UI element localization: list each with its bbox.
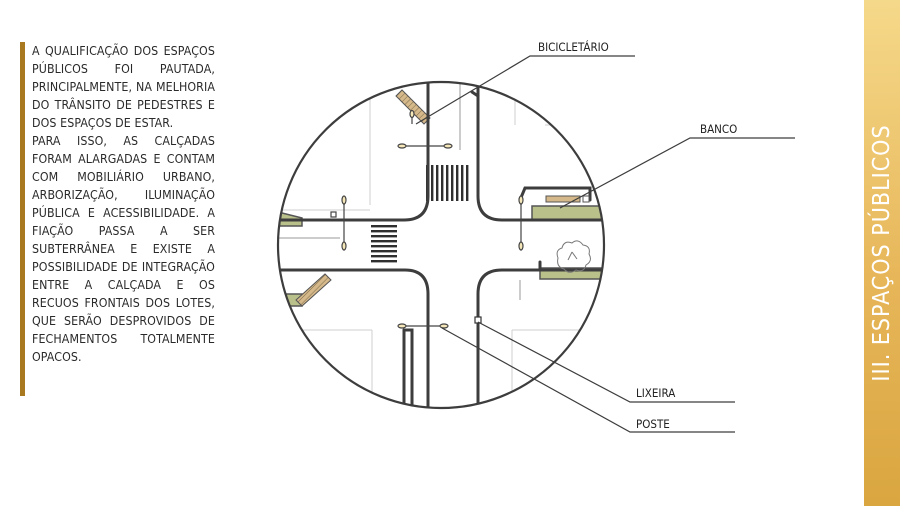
paragraph-1: A QUALIFICAÇÃO DOS ESPAÇOS PÚBLICOS FOI … <box>32 44 215 130</box>
planted-strips <box>278 205 604 307</box>
section-banner: III. ESPAÇOS PÚBLICOS <box>864 0 900 506</box>
label-poste: POSTE <box>636 417 670 431</box>
street-lamps <box>330 109 524 329</box>
bench-end <box>582 195 590 203</box>
label-bicicletario: BICICLETÁRIO <box>538 39 609 54</box>
thin-lines <box>278 84 521 300</box>
bike-racks <box>295 89 431 307</box>
diagram-circle <box>276 80 606 410</box>
label-lixeira: LIXEIRA <box>636 386 675 400</box>
plan-view <box>278 82 604 408</box>
leader-lines <box>415 55 795 433</box>
bench <box>545 195 581 203</box>
description-text-block: A QUALIFICAÇÃO DOS ESPAÇOS PÚBLICOS FOI … <box>20 42 215 396</box>
trash-bin <box>474 316 482 324</box>
tree-icon <box>556 240 591 273</box>
label-banco: BANCO <box>700 122 737 136</box>
paragraph-2: PARA ISSO, AS CALÇADAS FORAM ALARGADAS E… <box>32 134 215 364</box>
section-title: III. ESPAÇOS PÚBLICOS <box>869 124 895 382</box>
